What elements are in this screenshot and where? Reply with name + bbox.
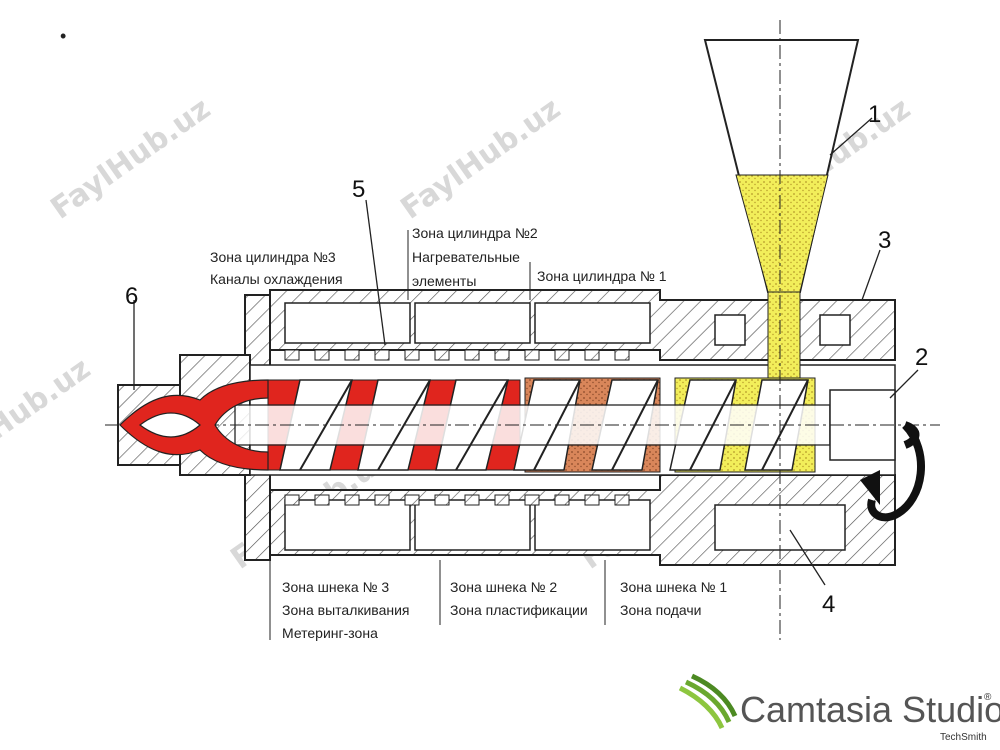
label-screw-3-desc2: Метеринг-зона [282,625,378,641]
callout-2: 2 [915,344,928,371]
label-screw-2-desc: Зона пластификации [450,602,588,618]
camtasia-registered: ® [984,692,992,703]
callout-4: 4 [822,591,835,618]
watermark-6: FaylHub.uz [0,351,97,486]
label-screw-2-title: Зона шнека № 2 [450,579,557,595]
bullet: • [60,26,66,46]
label-cylinder-3-desc: Каналы охлаждения [210,271,343,287]
hopper [703,20,860,640]
label-screw-3-title: Зона шнека № 3 [282,579,389,595]
label-cylinder-2-desc2: элементы [412,273,476,289]
camtasia-logo: Camtasia Studio ® TechSmith [678,673,1000,743]
callout-6: 6 [125,283,138,310]
label-screw-3-desc1: Зона выталкивания [282,602,410,618]
label-cylinder-2-desc1: Нагревательные [412,249,520,265]
label-cylinder-1-title: Зона цилиндра № 1 [537,268,667,284]
camtasia-logo-text: Camtasia Studio [740,689,1000,730]
camtasia-logo-icon [678,673,738,730]
callout-1: 1 [868,101,881,128]
callout-3: 3 [878,227,891,254]
label-cylinder-2-title: Зона цилиндра №2 [412,225,538,241]
screw [105,379,940,471]
nozzle-melt [119,379,269,471]
watermark-2: FaylHub.uz [395,91,567,226]
label-screw-1-title: Зона шнека № 1 [620,579,727,595]
rotation-arrow-icon [860,421,925,522]
zone-dividers [269,230,606,640]
label-cylinder-3-title: Зона цилиндра №3 [210,249,336,265]
watermark-1: FaylHub.uz [45,91,217,226]
callout-5: 5 [352,176,365,203]
leader-lines [133,117,919,586]
label-screw-1-desc: Зона подачи [620,602,701,618]
techsmith-label: TechSmith [940,732,987,743]
